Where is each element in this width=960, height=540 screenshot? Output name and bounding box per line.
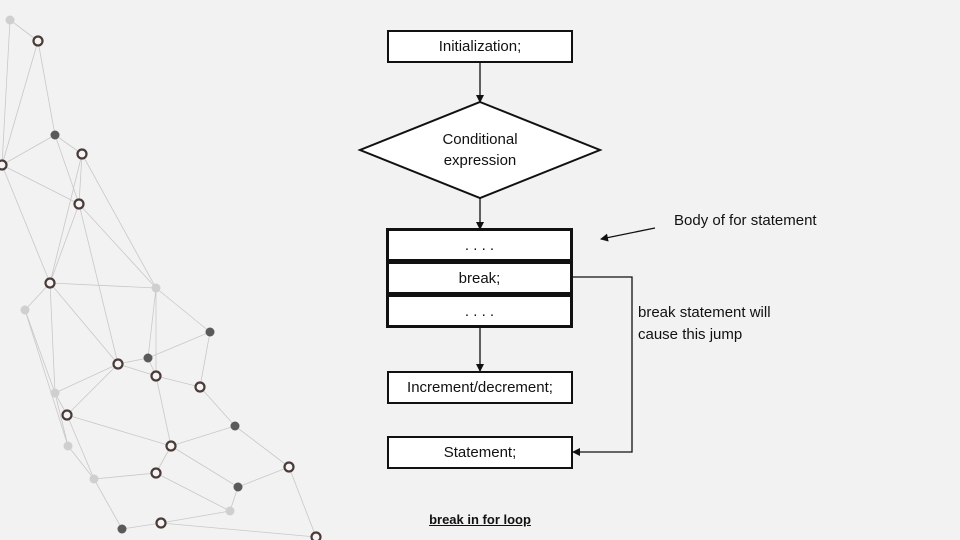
network-line (155, 472, 231, 512)
jump-annotation: break statement will cause this jump (638, 302, 771, 346)
network-line (78, 153, 83, 205)
network-node (89, 474, 99, 484)
network-line (160, 510, 231, 524)
body-top-label: . . . . (464, 236, 495, 254)
network-line (24, 309, 56, 394)
network-node (143, 353, 153, 363)
network-node (50, 130, 60, 140)
network-node (50, 388, 60, 398)
increment-label: Increment/decrement; (407, 379, 553, 396)
break-label: break; (458, 269, 501, 287)
network-node (44, 277, 56, 289)
network-node (5, 15, 15, 25)
network-line (49, 153, 83, 284)
network-line (147, 287, 157, 359)
network-node (61, 409, 73, 421)
network-line (237, 466, 290, 488)
network-line (66, 363, 119, 416)
statement-box: Statement; (387, 436, 573, 469)
network-line (1, 164, 51, 284)
network-node (155, 517, 167, 529)
network-line (147, 331, 211, 359)
initialization-label: Initialization; (438, 38, 522, 55)
network-node (233, 482, 243, 492)
network-node (165, 440, 177, 452)
diagram-caption: break in for loop (429, 512, 531, 527)
network-node (117, 524, 127, 534)
network-line (67, 445, 95, 480)
network-line (117, 363, 157, 377)
network-line (155, 375, 172, 447)
network-line (37, 40, 56, 136)
network-line (288, 466, 317, 538)
condition-label-line2: expression (443, 152, 517, 169)
body-top-box: . . . . (386, 228, 573, 262)
network-line (54, 392, 69, 447)
network-line (1, 40, 39, 166)
network-node (20, 305, 30, 315)
network-background-decoration (0, 15, 322, 540)
network-node (310, 531, 322, 540)
network-line (54, 134, 80, 205)
network-node (76, 148, 88, 160)
network-node (283, 461, 295, 473)
network-line (199, 331, 211, 388)
network-line (9, 19, 39, 42)
network-line (49, 282, 56, 394)
network-line (66, 414, 172, 447)
network-line (78, 203, 119, 365)
network-line (24, 309, 69, 447)
network-node (112, 358, 124, 370)
network-line (1, 164, 80, 205)
network-line (49, 282, 157, 289)
network-line (78, 203, 157, 289)
break-jump-arrow (520, 276, 633, 456)
network-node (151, 283, 161, 293)
network-node (205, 327, 215, 337)
network-line (66, 414, 95, 480)
network-line (93, 478, 123, 530)
jump-annotation-line1: break statement will (638, 304, 771, 321)
network-line (54, 363, 119, 394)
jump-annotation-line2: cause this jump (638, 325, 743, 343)
increment-box: Increment/decrement; (387, 371, 573, 404)
body-bottom-label: . . . . (464, 302, 495, 320)
network-line (199, 386, 236, 427)
network-line (49, 282, 119, 365)
network-line (1, 19, 11, 166)
condition-label: Conditional expression (400, 128, 560, 172)
statement-label: Statement; (443, 444, 517, 461)
network-line (170, 445, 239, 488)
initialization-box: Initialization; (387, 30, 573, 63)
condition-label-line1: Conditional (442, 131, 518, 148)
network-line (155, 287, 211, 333)
network-line (1, 134, 56, 166)
network-node (63, 441, 73, 451)
network-node (0, 159, 8, 171)
network-line (121, 522, 162, 530)
network-line (81, 153, 157, 289)
network-line (160, 522, 317, 538)
network-node (194, 381, 206, 393)
network-line (234, 425, 290, 468)
body-annotation: Body of for statement (674, 212, 817, 229)
network-line (49, 203, 80, 284)
network-line (93, 472, 157, 480)
arrow-annotation-to-body (600, 227, 656, 242)
break-box: break; (386, 261, 573, 295)
body-bottom-box: . . . . (386, 294, 573, 328)
network-node (225, 506, 235, 516)
network-nodes (0, 15, 322, 540)
network-line (24, 282, 51, 311)
network-node (32, 35, 44, 47)
network-node (150, 467, 162, 479)
network-node (150, 370, 162, 382)
network-node (73, 198, 85, 210)
network-node (230, 421, 240, 431)
network-line (170, 425, 236, 447)
network-line (155, 375, 201, 388)
